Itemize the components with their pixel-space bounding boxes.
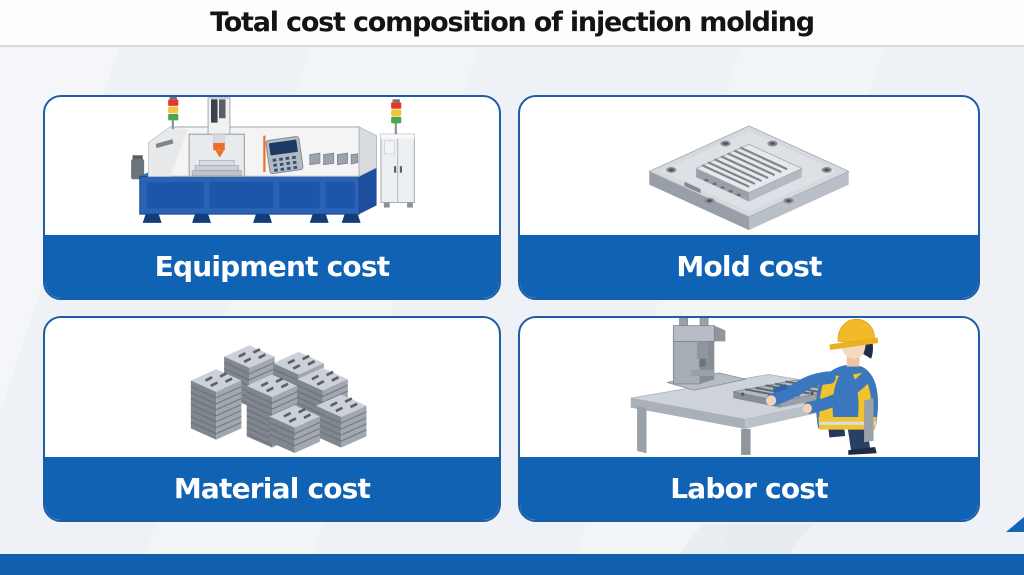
- card-label: Mold cost: [676, 250, 822, 283]
- cnc-machine-icon: [131, 97, 415, 223]
- card-illustration-area: [45, 318, 499, 457]
- title-band: Total cost composition of injection mold…: [0, 0, 1024, 47]
- corner-accent: [1006, 517, 1024, 532]
- card-label-bar: Mold cost: [520, 235, 978, 298]
- card-illustration-area: [520, 318, 978, 457]
- injection-mold-icon: [648, 125, 850, 231]
- card-label: Labor cost: [670, 472, 828, 505]
- card-label: Material cost: [173, 472, 371, 505]
- card-label-bar: Labor cost: [520, 457, 978, 520]
- card-equipment-cost: Equipment cost: [43, 95, 501, 300]
- card-material-cost: Material cost: [43, 316, 501, 522]
- card-label-bar: Material cost: [45, 457, 499, 520]
- card-illustration-area: [520, 97, 978, 235]
- bottom-blue-band: [0, 554, 1024, 575]
- bottom-diagonal-accent: [677, 524, 813, 555]
- page-title: Total cost composition of injection mold…: [210, 7, 815, 38]
- material-stacks-icon: [190, 345, 367, 454]
- card-illustration-area: [45, 97, 499, 235]
- card-label-bar: Equipment cost: [45, 235, 499, 298]
- card-label: Equipment cost: [154, 250, 390, 283]
- card-labor-cost: Labor cost: [518, 316, 980, 522]
- worker-at-press-icon: [630, 318, 879, 455]
- card-mold-cost: Mold cost: [518, 95, 980, 300]
